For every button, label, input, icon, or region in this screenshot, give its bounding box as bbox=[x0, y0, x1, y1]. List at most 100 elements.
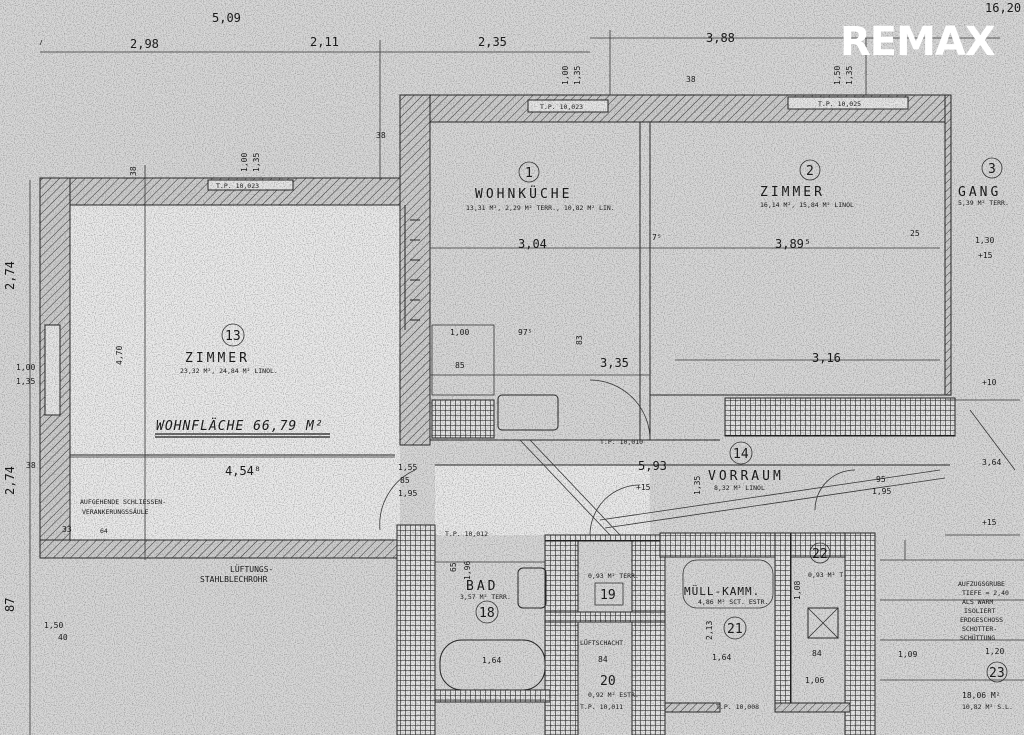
dim-r23-109: 1,09 bbox=[898, 650, 917, 659]
room-21-number: 21 bbox=[727, 622, 743, 637]
room-2-name: ZIMMER bbox=[760, 185, 825, 200]
remax-logo: REMAX bbox=[840, 19, 996, 65]
room-2-number: 2 bbox=[806, 164, 814, 179]
room-3-area: 5,39 M² TERR. bbox=[958, 199, 1009, 207]
dim-r2-width: 3,89⁵ bbox=[775, 237, 811, 251]
note-pit-5: ERDGESCHOSS bbox=[960, 616, 1003, 624]
dim-r13-width: 4,54⁸ bbox=[225, 464, 261, 478]
note-vent-2: STAHLBLECHROHR bbox=[200, 575, 268, 584]
tp-mark: T.P. 10,025 bbox=[818, 100, 861, 108]
dim-r2-316: 3,16 bbox=[812, 351, 841, 365]
dim-r1-75: 7⁵ bbox=[652, 233, 662, 242]
dim-vor-135: 1,35 bbox=[693, 476, 702, 495]
dim-left-win-h: 1,00 bbox=[16, 363, 35, 372]
dim-wall-38d: 38 bbox=[26, 461, 36, 470]
dim-win3-s: 1,35 bbox=[252, 153, 261, 172]
notes: AUFGEHENDE SCHLIESSEN- VERANKERUNGSSÄULE… bbox=[80, 498, 1009, 642]
dim-k-85: 85 bbox=[455, 361, 465, 370]
dim-r22-108: 1,08 bbox=[793, 581, 802, 600]
note-pit-4: ISOLIERT bbox=[964, 607, 995, 615]
dim-bad-196: 1,96 bbox=[463, 561, 472, 580]
dim-top-a: 2,98 bbox=[130, 37, 159, 51]
dim-bad-65: 65 bbox=[449, 562, 458, 572]
dim-door-155: 1,55 bbox=[398, 463, 417, 472]
room-20-number: 20 bbox=[600, 674, 616, 689]
level-marks: T.P. 10,023 T.P. 10,025 T.P. 10,023 T.P.… bbox=[216, 100, 861, 711]
note-pit-7: SCHÜTTUNG bbox=[960, 633, 995, 642]
dim-top-c: 2,35 bbox=[478, 35, 507, 49]
dim-win2-h: 1,50 bbox=[833, 66, 842, 85]
dim-gang-364: 3,64 bbox=[982, 458, 1001, 467]
dim-vor-593: 5,93 bbox=[638, 459, 667, 473]
room-1-area: 13,31 M², 2,29 M² TERR., 10,82 M² LIN. bbox=[466, 204, 615, 212]
room-13-name: ZIMMER bbox=[185, 351, 250, 366]
dimensions: 5,09 16,20 2,98 2,11 2,35 3,88 1,00 1,35… bbox=[3, 1, 1021, 685]
dim-left-274b: 2,74 bbox=[3, 466, 17, 495]
dim-left-64: 64 bbox=[100, 527, 108, 535]
room-3-number: 3 bbox=[988, 162, 996, 177]
note-pit-6: SCHOTTER- bbox=[962, 625, 997, 633]
dim-top-d: 3,88 bbox=[706, 31, 735, 45]
dim-door2-95: 95 bbox=[876, 475, 886, 484]
dim-win3-h: 1,00 bbox=[240, 153, 249, 172]
note-vent-1: LÜFTUNGS- bbox=[230, 564, 273, 574]
dim-top-b: 2,11 bbox=[310, 35, 339, 49]
room-14-name: VORRAUM bbox=[708, 469, 784, 484]
tp-mark: T.P. 10,023 bbox=[540, 103, 583, 111]
tp-mark: T.P. 10,012 bbox=[445, 530, 488, 538]
dim-left-40: 40 bbox=[58, 633, 68, 642]
dim-left-33: 33 bbox=[62, 525, 72, 534]
dim-kamm-164: 1,64 bbox=[712, 653, 731, 662]
room-23-area2: 10,82 M² S.L. bbox=[962, 703, 1013, 711]
tp-mark: T.P. 10,008 bbox=[716, 703, 759, 711]
dim-bad-164: 1,64 bbox=[482, 656, 501, 665]
room-1-name: WOHNKÜCHE bbox=[475, 185, 572, 202]
dim-left-87: 87 bbox=[3, 598, 17, 612]
dim-door2-195: 1,95 bbox=[872, 487, 891, 496]
total-living-area: WOHNFLÄCHE 66,79 M² bbox=[156, 418, 324, 434]
room-14-area: 8,32 M² LINOL bbox=[714, 484, 765, 492]
dim-door-85: 85 bbox=[400, 476, 410, 485]
room-18-number: 18 bbox=[479, 606, 495, 621]
dim-win1-h: 1,00 bbox=[561, 66, 570, 85]
dim-top-left: 5,09 bbox=[212, 11, 241, 25]
dim-door-195: 1,95 bbox=[398, 489, 417, 498]
dim-wall-38c: 38 bbox=[129, 166, 138, 176]
room-23-area1: 18,06 M² bbox=[962, 691, 1001, 700]
dim-k-83: 83 bbox=[575, 335, 584, 345]
dim-vor-335: 3,35 bbox=[600, 356, 629, 370]
note-pit-3: ALS WARM bbox=[962, 598, 993, 606]
note-anchor-1: AUFGEHENDE SCHLIESSEN- bbox=[80, 498, 166, 506]
dim-r1-width: 3,04 bbox=[518, 237, 547, 251]
dim-r23-120: 1,20 bbox=[985, 647, 1004, 656]
dim-left-win-s: 1,35 bbox=[16, 377, 35, 386]
room-13-area: 23,32 M², 24,84 M² LINOL. bbox=[180, 367, 278, 375]
room-14-number: 14 bbox=[733, 447, 749, 462]
dim-r13-470: 4,70 bbox=[115, 346, 124, 365]
dim-win2-s: 1,35 bbox=[845, 66, 854, 85]
room-3-name: GANG bbox=[958, 185, 1001, 200]
dim-plus10: +10 bbox=[982, 378, 997, 387]
room-19-area: 0,93 M² TERR. bbox=[588, 572, 639, 580]
dim-gang-130: 1,30 bbox=[975, 236, 994, 245]
room-21-area: 4,86 M² SCT. ESTR. bbox=[698, 598, 768, 606]
room-18-area: 3,57 M² TERR. bbox=[460, 593, 511, 601]
room-20-area: 0,92 M² ESTR. bbox=[588, 691, 639, 699]
dim-left-150: 1,50 bbox=[44, 621, 63, 630]
dim-plus15b: +15 bbox=[978, 251, 993, 260]
tp-mark: T.P. 10,023 bbox=[216, 182, 259, 190]
dim-k-975: 97⁵ bbox=[518, 328, 532, 337]
room-13-number: 13 bbox=[225, 329, 241, 344]
dim-wall-38a: 38 bbox=[686, 75, 696, 84]
dim-k-100: 1,00 bbox=[450, 328, 469, 337]
dim-kamm-84: 84 bbox=[812, 649, 822, 658]
note-pit-1: AUFZUGSGRUBE bbox=[958, 580, 1005, 588]
room-18-name: BAD bbox=[466, 579, 498, 594]
dim-wall-38b: 38 bbox=[376, 131, 386, 140]
room-23-number: 23 bbox=[989, 666, 1005, 681]
room-19-number: 19 bbox=[600, 588, 616, 603]
note-pit-2: TIEFE = 2,40 bbox=[962, 589, 1009, 597]
dim-schacht-84: 84 bbox=[598, 655, 608, 664]
